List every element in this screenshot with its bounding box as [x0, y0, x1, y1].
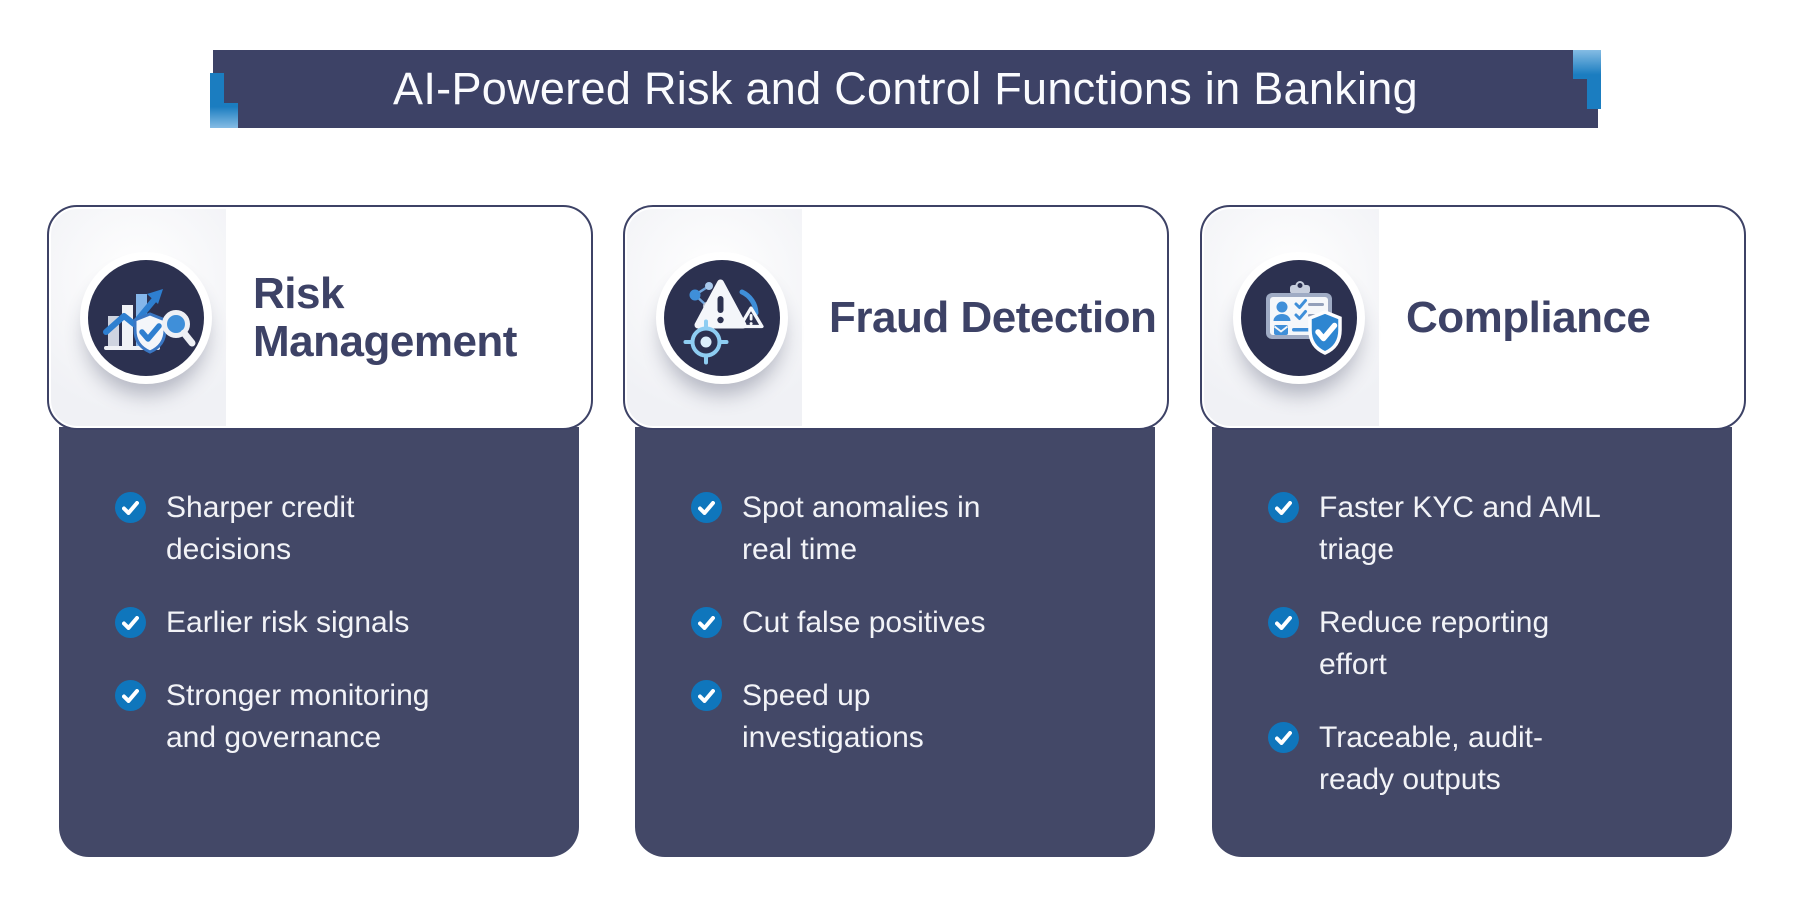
check-icon [1268, 607, 1299, 638]
list-item: Stronger monitoring and governance [115, 675, 579, 759]
list-item: Traceable, audit-ready outputs [1268, 717, 1732, 801]
card-body: Spot anomalies in real time Cut false po… [635, 427, 1155, 857]
fraud-detection-icon [663, 259, 780, 376]
check-icon [1268, 492, 1299, 523]
list-item: Sharper credit decisions [115, 487, 579, 571]
bullet-text: Cut false positives [742, 606, 986, 639]
icon-plate [627, 209, 802, 426]
icon-badge [1232, 251, 1365, 384]
icon-plate [51, 209, 226, 426]
bullet-list: Spot anomalies in real time Cut false po… [635, 427, 1155, 759]
list-item: Cut false positives [691, 602, 1155, 644]
bullet-text: Reduce reporting effort [1319, 606, 1550, 681]
icon-plate [1204, 209, 1379, 426]
bullet-text: Earlier risk signals [166, 606, 410, 639]
accent-block [1587, 79, 1601, 109]
check-icon [115, 607, 146, 638]
page-title: AI-Powered Risk and Control Functions in… [393, 63, 1418, 114]
bullet-list: Faster KYC and AML triage Reduce reporti… [1212, 427, 1732, 801]
list-item: Spot anomalies in real time [691, 487, 1155, 571]
card-risk-management: Risk Management Sharper credit decisions… [47, 205, 593, 857]
banner-accent-left [210, 73, 238, 128]
list-item: Speed up investigations [691, 675, 1155, 759]
risk-management-icon [87, 259, 204, 376]
bullet-text: Faster KYC and AML triage [1319, 491, 1600, 566]
card-header: Fraud Detection [623, 205, 1169, 430]
card-title: Compliance [1406, 292, 1651, 342]
check-icon [1268, 722, 1299, 753]
accent-block [1573, 50, 1601, 79]
check-icon [115, 680, 146, 711]
check-icon [691, 492, 722, 523]
bullet-text: Stronger monitoring and governance [166, 679, 430, 754]
list-item: Reduce reporting effort [1268, 602, 1732, 686]
card-compliance: Compliance Faster KYC and AML triage Red… [1200, 205, 1746, 857]
card-title: Risk Management [253, 268, 517, 366]
card-body: Faster KYC and AML triage Reduce reporti… [1212, 427, 1732, 857]
bullet-text: Sharper credit decisions [166, 491, 355, 566]
icon-badge [79, 251, 212, 384]
title-banner: AI-Powered Risk and Control Functions in… [210, 50, 1601, 128]
check-icon [691, 680, 722, 711]
check-icon [691, 607, 722, 638]
card-title: Fraud Detection [829, 292, 1157, 342]
bullet-text: Speed up investigations [742, 679, 924, 754]
bullet-text: Spot anomalies in real time [742, 491, 981, 566]
card-header: Compliance [1200, 205, 1746, 430]
list-item: Faster KYC and AML triage [1268, 487, 1732, 571]
card-body: Sharper credit decisions Earlier risk si… [59, 427, 579, 857]
bullet-text: Traceable, audit-ready outputs [1319, 721, 1544, 796]
banner-accent-right [1573, 50, 1601, 109]
check-icon [115, 492, 146, 523]
list-item: Earlier risk signals [115, 602, 579, 644]
icon-badge [655, 251, 788, 384]
accent-block [210, 103, 238, 128]
card-header: Risk Management [47, 205, 593, 430]
card-fraud-detection: Fraud Detection Spot anomalies in real t… [623, 205, 1169, 857]
accent-block [210, 73, 224, 103]
compliance-icon [1240, 259, 1357, 376]
bullet-list: Sharper credit decisions Earlier risk si… [59, 427, 579, 759]
